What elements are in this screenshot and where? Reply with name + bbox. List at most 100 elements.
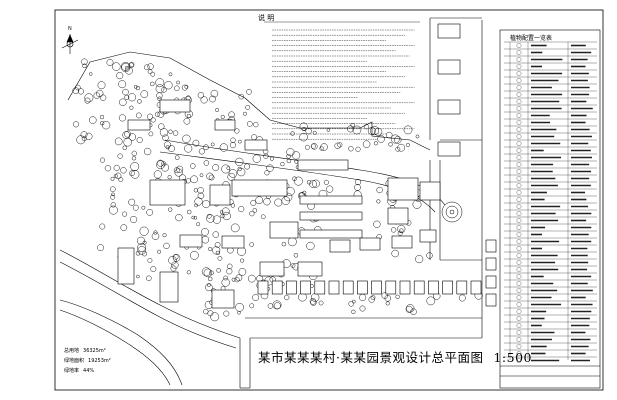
tree-icon <box>131 156 137 161</box>
stat-label: 总用地 <box>64 348 80 354</box>
legend-symbol-icon <box>516 50 522 55</box>
tree-icon <box>190 163 196 169</box>
tree-icon <box>284 294 290 301</box>
building-footprint <box>209 184 231 206</box>
building-footprint <box>387 207 409 225</box>
tree-icon <box>286 153 292 159</box>
tree-icon <box>348 146 354 152</box>
tree-icon <box>337 142 343 148</box>
building-footprint <box>269 221 299 239</box>
tree-icon <box>220 213 225 219</box>
tree-icon <box>184 144 193 153</box>
tree-icon <box>168 207 173 212</box>
tree-icon <box>212 164 220 172</box>
tree-icon <box>385 131 393 139</box>
tree-icon <box>197 187 204 194</box>
legend-symbol-icon <box>516 64 522 69</box>
tree-icon <box>311 143 318 150</box>
tree-icon <box>117 153 123 159</box>
north-label: N <box>68 26 72 32</box>
tree-icon <box>186 209 192 215</box>
tree-icon <box>250 200 257 206</box>
legend-symbol-icon <box>516 302 522 307</box>
tree-icon <box>146 113 154 120</box>
legend-heading: 植物配置一览表 <box>510 35 553 42</box>
tree-icon <box>207 276 213 282</box>
tree-icon <box>390 227 397 233</box>
tree-icon <box>222 211 231 221</box>
legend-symbol-icon <box>516 232 522 237</box>
tree-icon <box>290 131 295 136</box>
tree-icon <box>150 266 157 273</box>
tree-icon <box>140 90 149 98</box>
tree-icon <box>287 237 297 247</box>
tree-icon <box>147 257 153 263</box>
legend-symbol-icon <box>516 92 522 97</box>
building-footprint <box>419 229 437 243</box>
building-footprint <box>359 237 381 251</box>
tree-icon <box>137 99 142 104</box>
tree-icon <box>249 242 255 247</box>
tree-icon <box>115 172 122 179</box>
tree-icon <box>237 166 242 172</box>
tree-icon <box>293 176 303 186</box>
tree-icon <box>82 63 87 69</box>
tree-icon <box>135 85 141 91</box>
tree-icon <box>215 108 220 112</box>
legend-symbol-icon <box>516 197 522 202</box>
building-footprint <box>329 239 351 253</box>
townhouse-footprint <box>413 280 425 295</box>
tree-icon <box>231 277 236 282</box>
tree-icon <box>81 58 88 66</box>
tree-icon <box>172 254 179 260</box>
tree-icon <box>204 300 213 309</box>
tree-icon <box>193 188 199 193</box>
legend-symbol-icon <box>516 281 522 286</box>
building-footprint <box>259 261 285 277</box>
tree-icon <box>235 157 244 167</box>
tree-icon <box>230 137 236 143</box>
tree-icon <box>81 136 87 142</box>
tree-icon <box>405 143 410 147</box>
tree-icon <box>395 294 400 299</box>
tree-icon <box>135 112 142 119</box>
building-footprint <box>211 289 235 309</box>
tree-icon <box>111 192 115 197</box>
tree-icon <box>163 242 170 250</box>
tree-icon <box>84 97 91 104</box>
building-footprint <box>437 99 461 115</box>
tree-icon <box>220 114 225 119</box>
tree-icon <box>168 256 177 265</box>
tree-icon <box>219 210 224 214</box>
tree-icon <box>348 301 354 307</box>
tree-icon <box>76 135 86 145</box>
tree-icon <box>137 243 146 252</box>
building-footprint <box>485 239 497 253</box>
tree-icon <box>237 310 241 315</box>
legend-symbol-icon <box>516 85 522 90</box>
legend-symbol-icon <box>516 260 522 265</box>
tree-icon <box>96 89 104 98</box>
tree-icon <box>415 255 424 264</box>
tree-icon <box>173 167 180 174</box>
stat-value: 44% <box>83 368 95 374</box>
tree-icon <box>136 136 143 144</box>
tree-icon <box>373 141 378 146</box>
tree-icon <box>172 130 179 136</box>
tree-icon <box>266 164 274 172</box>
legend-symbol-icon <box>516 71 522 76</box>
tree-icon <box>226 268 233 275</box>
tree-icon <box>168 129 173 134</box>
tree-icon <box>171 261 179 269</box>
tree-icon <box>113 164 120 171</box>
legend-symbol-icon <box>516 169 522 174</box>
tree-icon <box>235 274 243 282</box>
tree-icon <box>237 167 246 177</box>
tree-icon <box>221 207 230 216</box>
townhouse-footprint <box>342 280 354 295</box>
building-footprint <box>391 235 413 249</box>
tree-icon <box>354 184 361 191</box>
tree-icon <box>210 312 220 322</box>
tree-icon <box>154 111 161 117</box>
